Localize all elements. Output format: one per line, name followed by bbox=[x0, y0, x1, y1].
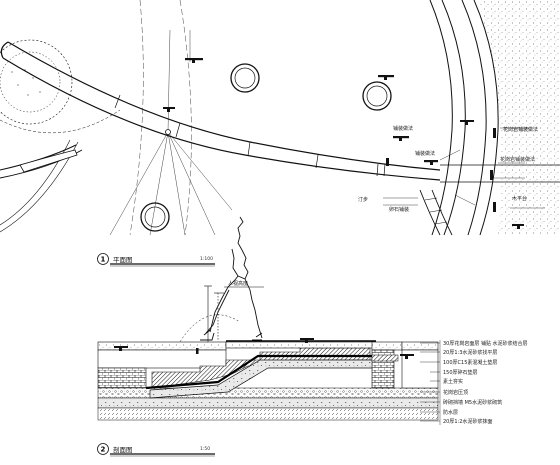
plan-label: 木平台 bbox=[512, 195, 527, 202]
section-flags bbox=[163, 58, 524, 229]
layer-note: 花岗岩压顶 bbox=[443, 389, 468, 396]
curved-path bbox=[0, 41, 441, 181]
layer-note: 砖砌挡墙 M5水泥砂浆砌筑 bbox=[443, 399, 502, 406]
plan-label: 卵石铺装 bbox=[389, 206, 409, 213]
layer-note: 30厚花岗岩面层 铺贴 水泥砂浆结合层 bbox=[443, 340, 528, 347]
plan-label: 铺装做法 bbox=[415, 150, 435, 157]
plan-label: 花岗岩铺装做法 bbox=[500, 156, 535, 163]
crossing-walkway bbox=[419, 164, 560, 236]
left-wall bbox=[97, 367, 147, 389]
radial-guides bbox=[109, 29, 233, 236]
tree-pits bbox=[140, 63, 392, 232]
plan-leaders bbox=[189, 30, 545, 209]
planting-strip bbox=[478, 0, 560, 235]
height-dimension bbox=[204, 285, 264, 342]
sight-line bbox=[177, 314, 241, 346]
section-flags bbox=[114, 338, 414, 359]
earth-layer bbox=[97, 407, 439, 421]
layer-note: 素土夯实 bbox=[443, 378, 463, 385]
liner bbox=[145, 354, 372, 390]
layer-note: 防水层 bbox=[443, 409, 458, 416]
layer-note: 100厚C15素混凝土垫层 bbox=[443, 359, 497, 366]
figure-label: 人视高度 bbox=[228, 280, 248, 287]
gravel-layer bbox=[97, 387, 439, 399]
section-title-block: 2 剖面图 1:50 bbox=[97, 443, 215, 457]
plan-title-block: 1 平面图 1:100 bbox=[97, 253, 215, 267]
deck-top bbox=[225, 341, 377, 349]
plan-title: 平面图 bbox=[113, 256, 133, 264]
plan-scale: 1:100 bbox=[200, 256, 213, 262]
tree-pit bbox=[230, 63, 260, 93]
tree-pit bbox=[140, 202, 170, 232]
layer-note: 150厚碎石垫层 bbox=[443, 369, 478, 376]
section-number: 2 bbox=[101, 446, 106, 454]
section-view: 人视高度 bbox=[97, 216, 528, 457]
plan-label: 汀步 bbox=[358, 196, 368, 203]
layer-note: 20厚1:2水泥砂浆抹面 bbox=[443, 418, 492, 425]
concrete-layer bbox=[97, 397, 439, 409]
layer-note: 20厚1:3水泥砂浆找平层 bbox=[443, 349, 497, 356]
plan-label: 铺装做法 bbox=[393, 125, 413, 132]
inner-arc bbox=[19, 149, 78, 173]
left-base bbox=[97, 349, 227, 369]
right-pier-cap bbox=[371, 354, 399, 362]
section-title: 剖面图 bbox=[113, 445, 133, 454]
left-plaza bbox=[0, 39, 121, 233]
section-leaders bbox=[420, 340, 441, 425]
section-scale: 1:50 bbox=[200, 446, 210, 452]
human-figure bbox=[200, 216, 263, 341]
tree-pit bbox=[362, 81, 392, 111]
centre-point bbox=[165, 129, 171, 135]
right-paving bbox=[401, 341, 439, 351]
left-plaza-dots bbox=[11, 69, 41, 96]
plan-label: 花岗岩铺装做法 bbox=[503, 126, 538, 133]
right-pier bbox=[371, 341, 403, 351]
plan-number: 1 bbox=[101, 256, 106, 264]
plaza-rings bbox=[129, 0, 499, 236]
plan-view: 铺装做法 铺装做法 花岗岩铺装做法 花岗岩铺装做法 汀步 卵石铺装 木平台 1 … bbox=[0, 0, 560, 267]
